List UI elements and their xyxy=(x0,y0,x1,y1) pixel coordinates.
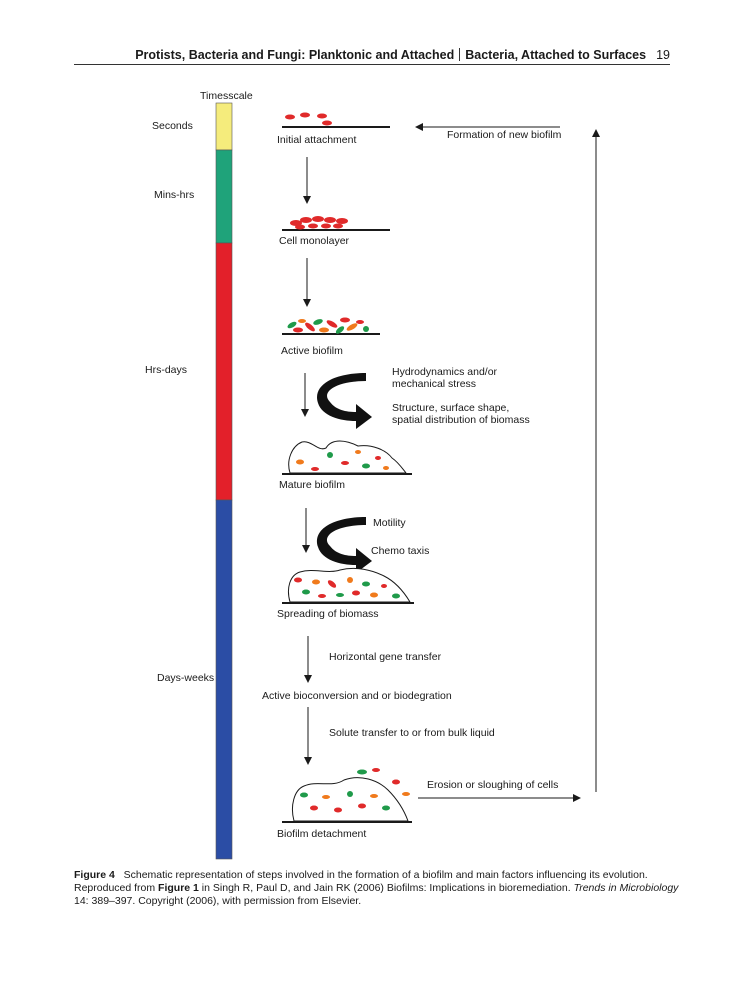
page-number: 19 xyxy=(656,48,670,62)
timescale-seconds-segment xyxy=(215,102,233,151)
stage-bioconversion-label: Active bioconversion and or biodegration xyxy=(262,690,452,702)
mature-biofilm xyxy=(288,440,408,474)
caption-text-1: Schematic representation of steps involv… xyxy=(74,869,648,894)
annotation-chemotaxis: Chemo taxis xyxy=(371,545,430,557)
figure-caption: Figure 4 Schematic representation of ste… xyxy=(74,869,694,908)
caption-figure-label: Figure 4 xyxy=(74,869,115,881)
stage-mature-biofilm-label: Mature biofilm xyxy=(279,479,345,491)
timescale-days-weeks-label: Days-weeks xyxy=(157,672,215,684)
caption-text-3: 14: 389–397. Copyright (2006), with perm… xyxy=(74,895,362,907)
curved-arrow-motility-icon xyxy=(317,517,372,573)
header-title-right: Bacteria, Attached to Surfaces xyxy=(465,48,647,62)
annotation-gene-transfer: Horizontal gene transfer xyxy=(329,651,442,663)
annotation-structure-1: Structure, surface shape, xyxy=(392,402,510,414)
stage-active-biofilm-label: Active biofilm xyxy=(281,345,343,357)
stage-detachment-label: Biofilm detachment xyxy=(277,828,367,840)
monolayer-cells xyxy=(290,216,348,230)
timescale-hrs-days-label: Hrs-days xyxy=(145,364,188,376)
header-divider xyxy=(459,48,461,61)
caption-ref-label: Figure 1 xyxy=(158,882,199,894)
timescale-mins-hrs-label: Mins-hrs xyxy=(154,189,195,201)
timescale-days-weeks-segment xyxy=(215,499,233,860)
annotation-hydrodynamics-2: mechanical stress xyxy=(392,378,477,390)
timescale-seconds-label: Seconds xyxy=(152,120,193,132)
curved-arrow-hydrodynamics-icon xyxy=(317,373,372,429)
timescale-title: Timesscale xyxy=(200,90,253,102)
stage-cell-monolayer-label: Cell monolayer xyxy=(279,235,350,247)
initial-attachment-cells xyxy=(285,112,332,126)
active-biofilm-cells xyxy=(287,317,369,334)
caption-journal: Trends in Microbiology xyxy=(573,882,679,894)
detachment-biofilm xyxy=(291,768,410,822)
timescale-hrs-days-segment xyxy=(215,242,233,501)
timescale-mins-hrs-segment xyxy=(215,149,233,244)
annotation-erosion: Erosion or sloughing of cells xyxy=(427,779,559,791)
annotation-hydrodynamics-1: Hydrodynamics and/or xyxy=(392,366,498,378)
header-title-left: Protists, Bacteria and Fungi: Planktonic… xyxy=(135,48,455,62)
stage-spreading-label: Spreading of biomass xyxy=(277,608,379,620)
caption-text-2: in Singh R, Paul D, and Jain RK (2006) B… xyxy=(198,882,574,894)
spreading-biofilm xyxy=(287,567,411,603)
annotation-structure-2: spatial distribution of biomass xyxy=(392,414,530,426)
stage-initial-attachment-label: Initial attachment xyxy=(277,134,357,146)
annotation-solute-transfer: Solute transfer to or from bulk liquid xyxy=(329,727,495,739)
annotation-motility: Motility xyxy=(373,517,406,529)
running-header: Protists, Bacteria and Fungi: Planktonic… xyxy=(74,48,670,65)
annotation-new-biofilm: Formation of new biofilm xyxy=(447,129,562,141)
